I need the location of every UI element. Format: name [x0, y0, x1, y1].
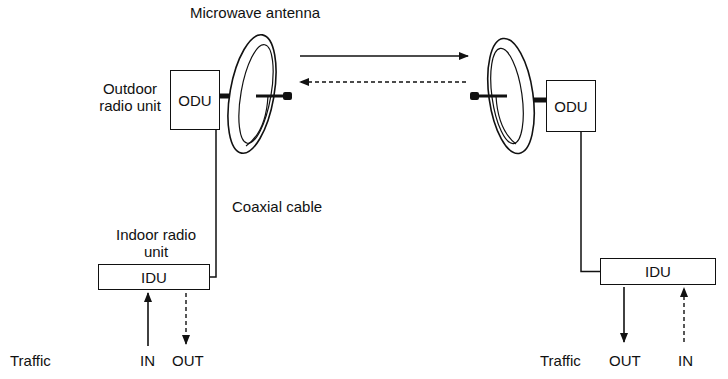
dish-antenna	[220, 31, 292, 157]
radio-unit-box: ODU	[546, 80, 596, 132]
link-arrow	[300, 81, 466, 82]
radio-unit-box: IDU	[98, 264, 210, 290]
caption-label: Coaxial cable	[232, 198, 342, 215]
caption-label: Traffic	[540, 352, 600, 369]
traffic-arrow	[623, 287, 625, 342]
caption-label: Microwave antenna	[190, 4, 340, 21]
unit-name: ODU	[178, 92, 211, 109]
dish-antenna	[470, 36, 546, 157]
unit-name: ODU	[554, 98, 587, 115]
unit-name: IDU	[645, 263, 671, 280]
caption-label: Indoor radio unit	[112, 226, 200, 260]
radio-unit-box: ODU	[170, 70, 220, 130]
link-arrow	[300, 55, 468, 57]
caption-label: IN	[140, 352, 164, 369]
unit-name: IDU	[141, 269, 167, 286]
traffic-arrow	[185, 293, 186, 344]
caption-label: Traffic	[10, 352, 70, 369]
caption-label: OUT	[609, 352, 649, 369]
coaxial-cable	[210, 130, 216, 277]
caption-label: OUT	[172, 352, 212, 369]
traffic-arrow	[683, 288, 684, 342]
caption-label: IN	[678, 352, 702, 369]
caption-label: Outdoor radio unit	[92, 80, 168, 114]
radio-unit-box: IDU	[600, 258, 716, 285]
coaxial-cable	[581, 132, 600, 272]
traffic-arrow	[147, 293, 149, 346]
